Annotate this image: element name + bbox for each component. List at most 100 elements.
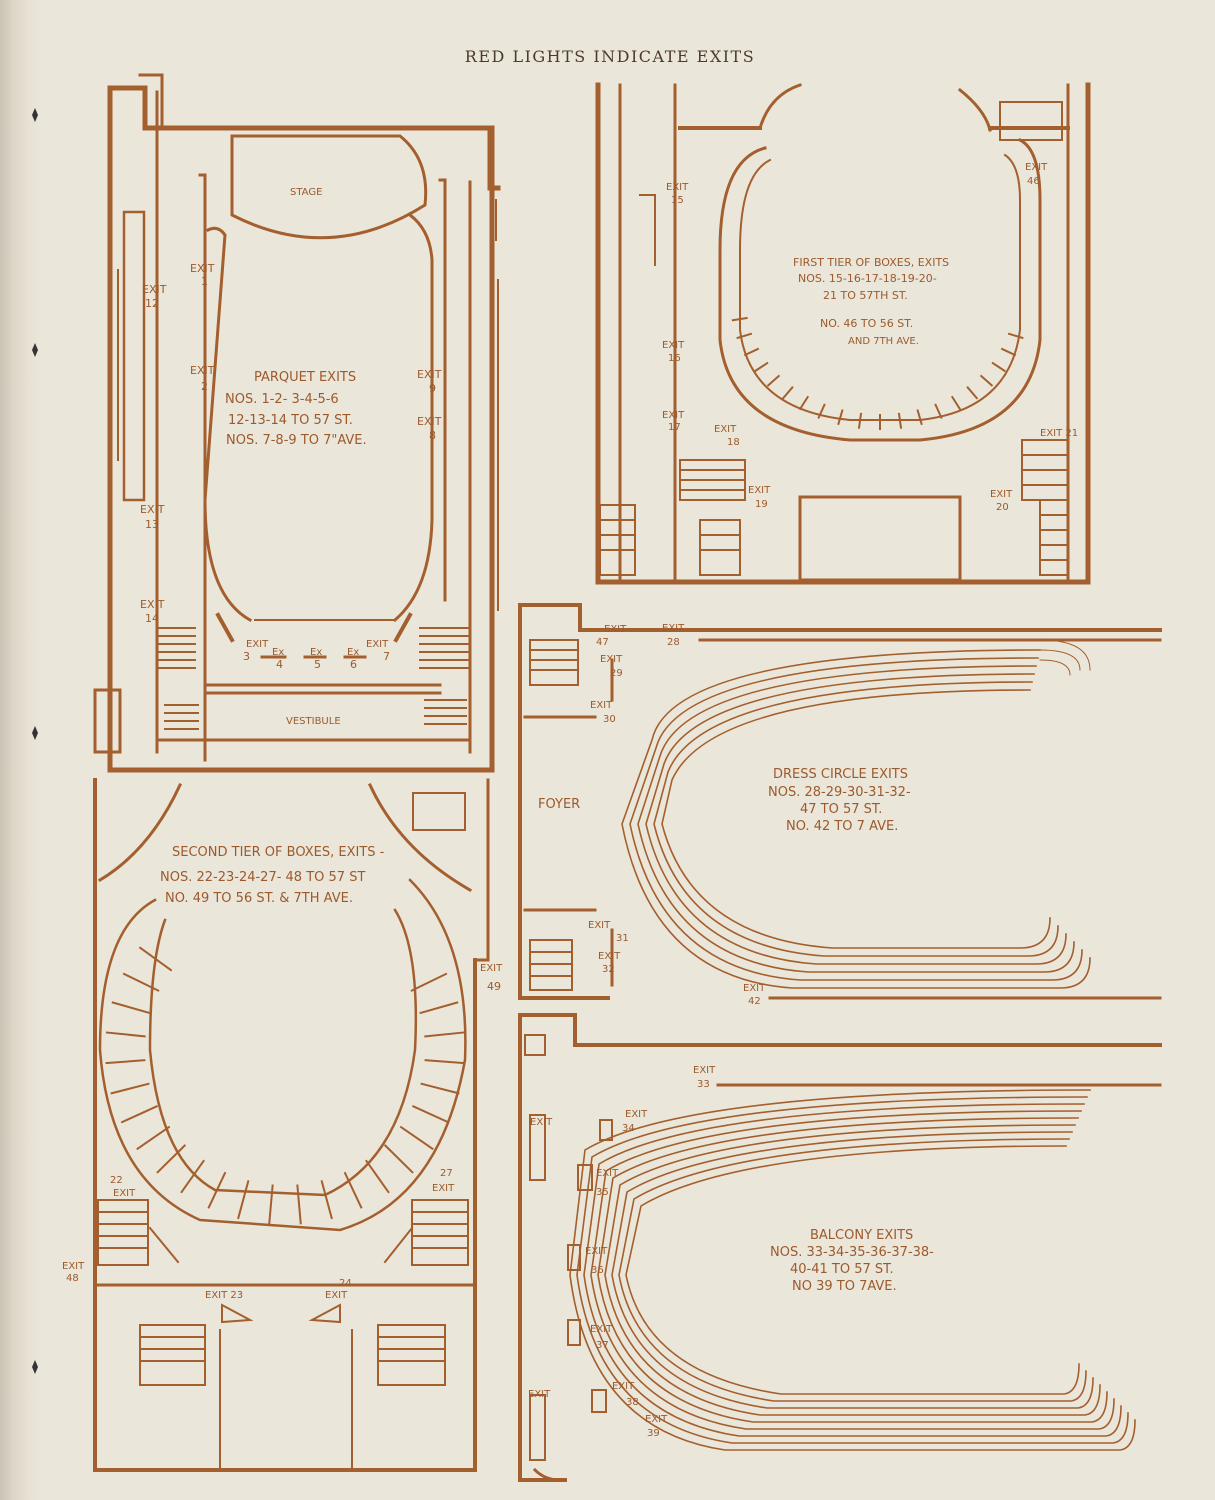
exit-12-word: EXIT: [142, 283, 167, 296]
balcony-labels: EXIT 33 EXIT EXIT 34 EXIT 35 EXIT 36 EXI…: [528, 1065, 934, 1439]
dress-circle-row: [661, 689, 1051, 949]
page-header: RED LIGHTS INDICATE EXITS: [464, 47, 756, 66]
exit-8-number: 8: [429, 429, 436, 442]
exit-23-label: EXIT 23: [205, 1290, 243, 1301]
second-tier-box-partition: [365, 1159, 390, 1194]
balcony-row: [576, 1096, 1129, 1444]
first-tier-box-partition: [798, 395, 810, 411]
box-partitions: [105, 316, 1024, 1225]
exit-4-number: 4: [276, 658, 283, 671]
second-tier-box-partition: [383, 1144, 414, 1174]
exit-2-word: EXIT: [190, 364, 215, 377]
exit-17-number: 17: [668, 422, 681, 433]
first-tier-labels: EXIT 15 EXIT 16 EXIT 17 EXIT 18 EXIT 19 …: [662, 162, 1078, 513]
exit-27-number: 27: [440, 1168, 453, 1179]
exit-46-number: 46: [1027, 176, 1040, 187]
second-tier-box-partition: [412, 1105, 450, 1124]
second-tier-box-partition: [268, 1184, 274, 1225]
exit-4-word: Ex: [272, 647, 284, 658]
stitch-icon: [32, 343, 38, 357]
exit-18-word: EXIT: [714, 424, 737, 435]
stitch-icon: [32, 1360, 38, 1374]
balcony-row: [597, 1117, 1108, 1423]
exit-15-number: 15: [671, 195, 684, 206]
exit-15-word: EXIT: [666, 182, 689, 193]
balcony-exit-left-top: EXIT: [530, 1117, 553, 1128]
dress-circle-row: [645, 673, 1067, 965]
exit-27-word: EXIT: [432, 1183, 455, 1194]
vestibule-label: VESTIBULE: [286, 716, 341, 727]
exit-13-number: 13: [145, 518, 159, 531]
exit-1-number: 1: [201, 275, 208, 288]
exit-36-word: EXIT: [585, 1246, 608, 1257]
first-tier-box-partition: [966, 386, 979, 400]
binding-edge: [0, 0, 40, 1500]
first-tier-box-partition: [897, 412, 903, 429]
exit-37-word: EXIT: [590, 1324, 613, 1335]
second-tier-box-partition: [207, 1171, 227, 1209]
exit-48-number: 48: [66, 1273, 79, 1284]
stitch-icon: [32, 108, 38, 122]
stage-label: STAGE: [290, 187, 322, 198]
balcony-row: [604, 1124, 1101, 1416]
exit-6-word: Ex: [347, 647, 359, 658]
balcony-plan: [518, 1013, 1162, 1482]
dress-circle-row: [629, 657, 1083, 981]
balcony-row: [590, 1110, 1115, 1430]
second-tier-box-partition: [138, 946, 173, 972]
exit-28-word: EXIT: [662, 623, 685, 634]
exit-38-number: 38: [626, 1397, 639, 1408]
dress-circle-plan: [518, 603, 1162, 1000]
exit-20-number: 20: [996, 502, 1009, 513]
balcony-row: [611, 1131, 1094, 1409]
first-tier-box-partition: [766, 374, 781, 387]
balcony-caption-line-2: 40-41 TO 57 ST.: [790, 1262, 894, 1277]
second-tier-plan: [93, 778, 490, 1472]
exit-48-word: EXIT: [62, 1261, 85, 1272]
exit-21-label: EXIT 21: [1040, 428, 1078, 439]
exit-31-number: 31: [616, 933, 629, 944]
exit-9-word: EXIT: [417, 368, 442, 381]
second-tier-caption-title: SECOND TIER OF BOXES, EXITS -: [172, 845, 385, 860]
balcony-row: [618, 1138, 1087, 1402]
first-tier-box-partition: [1000, 347, 1017, 357]
dress-circle-row: [653, 681, 1059, 957]
first-tier-caption-line-3: NO. 46 TO 56 ST.: [820, 317, 913, 330]
second-tier-box-partition: [105, 1059, 146, 1065]
first-tier-box-partition: [950, 395, 962, 411]
exit-46-word: EXIT: [1025, 162, 1048, 173]
second-tier-box-partition: [410, 972, 448, 992]
exit-30-word: EXIT: [590, 700, 613, 711]
second-tier-box-partition: [424, 1031, 465, 1038]
balcony-exit-left-bottom: EXIT: [528, 1389, 551, 1400]
dress-circle-labels: FOYER EXIT 47 EXIT 28 EXIT 29 EXIT 30 EX…: [538, 623, 911, 1007]
exit-31-word: EXIT: [588, 920, 611, 931]
parquet-caption-line-3: NOS. 7-8-9 TO 7"AVE.: [226, 433, 367, 448]
exit-39-number: 39: [647, 1428, 660, 1439]
exit-30-number: 30: [603, 714, 616, 725]
exit-7-word: EXIT: [366, 639, 389, 650]
first-tier-box-partition: [916, 409, 923, 426]
parquet-labels: STAGE VESTIBULE EXIT 1 EXIT 2 EXIT 9 EXI…: [140, 187, 442, 727]
first-tier-box-partition: [837, 409, 844, 426]
exit-20-word: EXIT: [990, 489, 1013, 500]
second-tier-box-partition: [399, 1125, 434, 1151]
exit-19-word: EXIT: [748, 485, 771, 496]
first-tier-box-partition: [731, 316, 748, 322]
exit-47-number: 47: [596, 637, 609, 648]
second-tier-caption-line-1: NOS. 22-23-24-27- 48 TO 57 ST: [160, 870, 365, 885]
dress-circle-rows: [621, 649, 1091, 989]
exit-33-number: 33: [697, 1079, 710, 1090]
exit-49-number: 49: [487, 980, 501, 993]
second-tier-box-partition: [343, 1171, 363, 1209]
first-tier-caption-line-2: 21 TO 57TH ST.: [823, 289, 908, 302]
dress-circle-caption-line-1: NOS. 28-29-30-31-32-: [768, 785, 911, 800]
exit-17-word: EXIT: [662, 410, 685, 421]
first-tier-caption-line-1: NOS. 15-16-17-18-19-20-: [798, 272, 937, 285]
exit-42-number: 42: [748, 996, 761, 1007]
foyer-label: FOYER: [538, 797, 580, 812]
dress-circle-caption-line-3: NO. 42 TO 7 AVE.: [786, 819, 898, 834]
exit-49-word: EXIT: [480, 963, 503, 974]
